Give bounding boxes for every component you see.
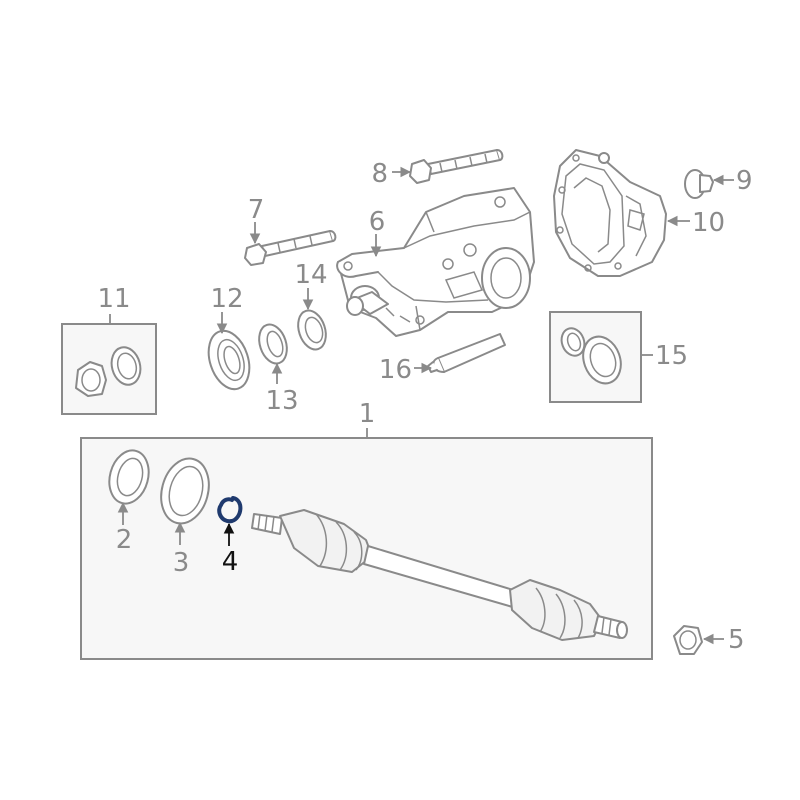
leader-lines: [109, 166, 734, 645]
callout-3[interactable]: 3: [173, 548, 190, 578]
part-11-nut-washer[interactable]: [75, 344, 144, 397]
part-3-seal[interactable]: [154, 453, 216, 529]
part-15-seal-set[interactable]: [558, 325, 627, 389]
part-5-nut[interactable]: [673, 625, 703, 655]
callout-7[interactable]: 7: [248, 195, 265, 225]
part-9-plug[interactable]: [684, 169, 714, 199]
part-4-circlip[interactable]: [217, 496, 243, 524]
callout-12[interactable]: 12: [210, 284, 243, 314]
callout-10[interactable]: 10: [692, 208, 725, 238]
part-8-bolt[interactable]: [409, 149, 504, 184]
callout-8[interactable]: 8: [371, 159, 388, 189]
callout-2[interactable]: 2: [116, 525, 133, 555]
hub-nut-kit-box: [61, 323, 157, 415]
callout-1[interactable]: 1: [359, 399, 376, 429]
axle-shaft[interactable]: [251, 509, 628, 641]
part-6-differential[interactable]: [336, 187, 535, 337]
part-10-cover[interactable]: [553, 149, 667, 277]
part-13-ring[interactable]: [254, 321, 291, 367]
callout-4[interactable]: 4: [222, 547, 239, 577]
callout-16[interactable]: 16: [379, 355, 412, 385]
callout-5[interactable]: 5: [728, 625, 745, 655]
part-12-seal[interactable]: [202, 326, 257, 395]
part-7-bolt[interactable]: [244, 230, 337, 266]
callout-9[interactable]: 9: [736, 166, 753, 196]
part-16-sealant-tube[interactable]: [427, 333, 506, 373]
callout-13[interactable]: 13: [265, 386, 298, 416]
callout-14[interactable]: 14: [294, 260, 327, 290]
callout-6[interactable]: 6: [369, 207, 386, 237]
part-14-seal[interactable]: [293, 307, 330, 353]
callout-15[interactable]: 15: [655, 341, 688, 371]
callout-11[interactable]: 11: [97, 284, 130, 314]
